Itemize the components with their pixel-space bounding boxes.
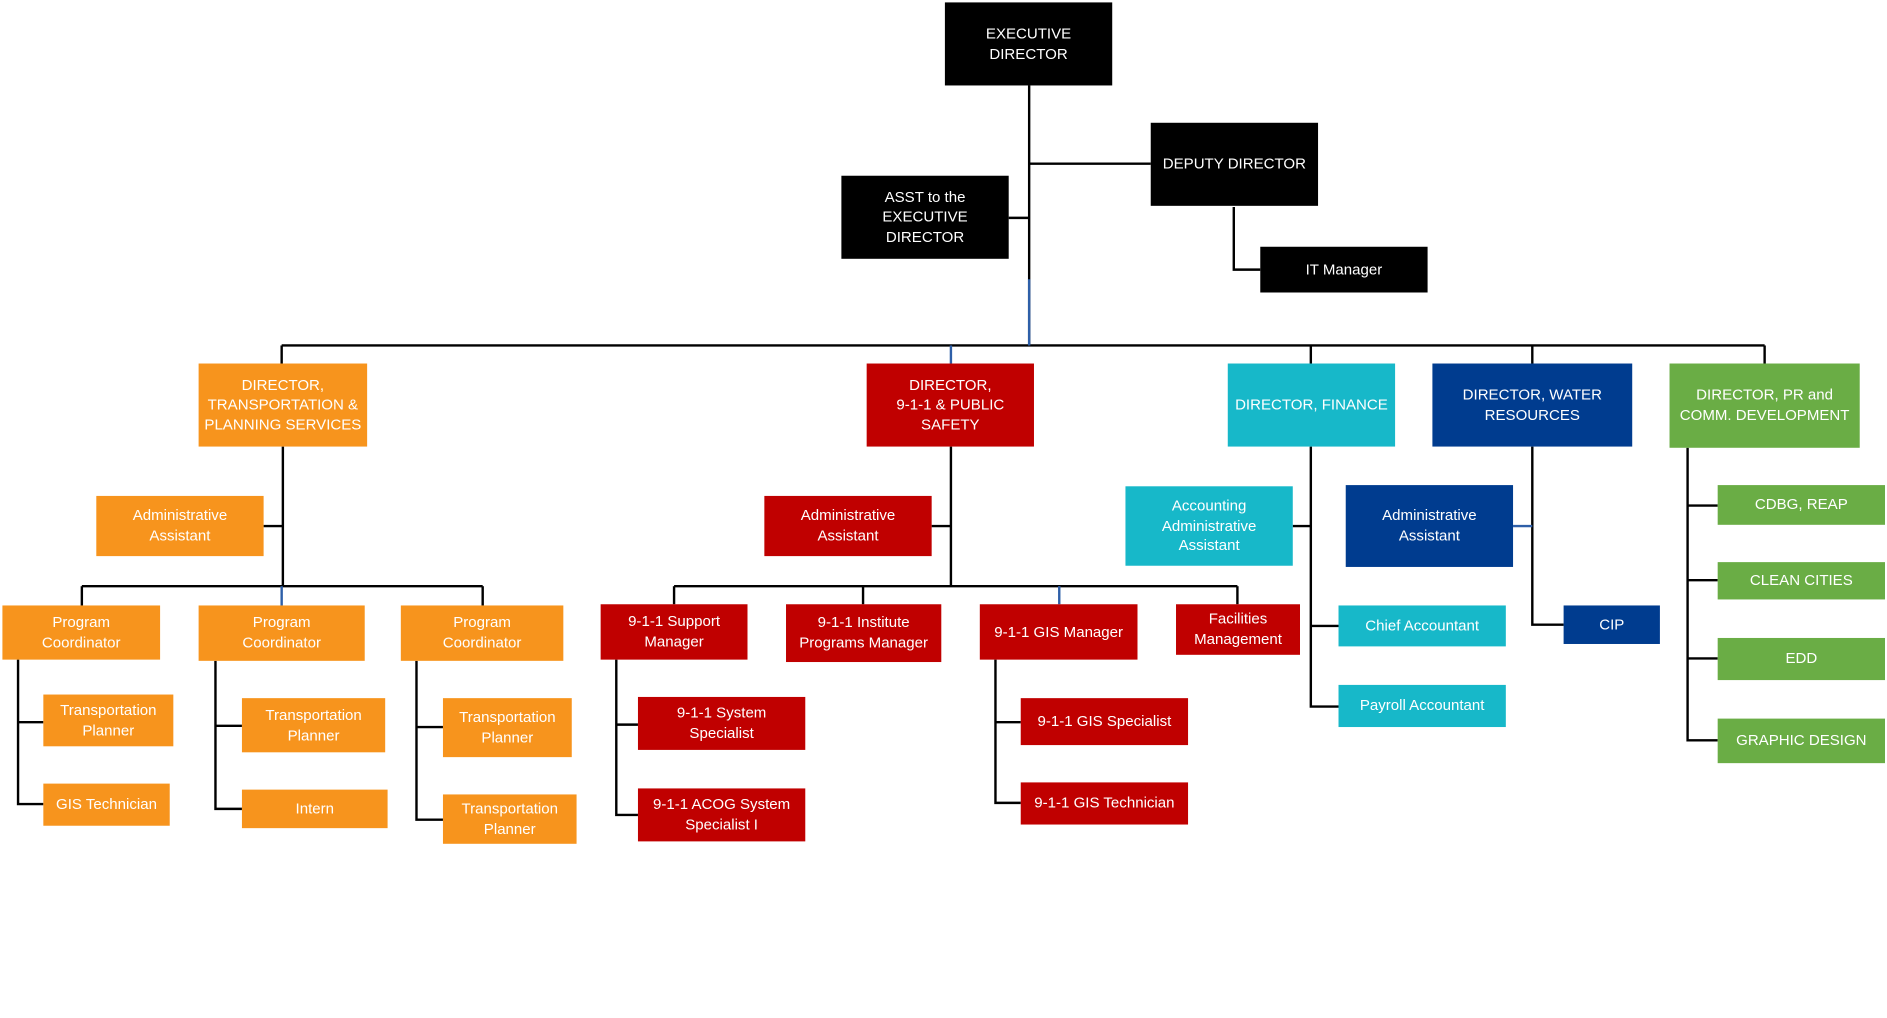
transportation-planner-box: Transportation Planner [43, 694, 174, 747]
water-admin-assistant-box: Administrative Assistant [1345, 485, 1514, 567]
connector-line [415, 660, 443, 821]
it-manager-box: IT Manager [1260, 246, 1428, 293]
connector-line [615, 659, 638, 817]
facilities-management-box: Facilities Management [1176, 604, 1300, 655]
program-coordinator-3-box: Program Coordinator [400, 605, 564, 661]
institute-programs-manager-box: 9-1-1 Institute Programs Manager [786, 604, 942, 663]
public-safety-admin-assistant-box: Administrative Assistant [764, 495, 932, 557]
gis-technician-box: GIS Technician [43, 783, 170, 826]
support-manager-box: 9-1-1 Support Manager [600, 604, 748, 660]
connector-lines [16, 85, 1766, 821]
cdbg-reap-box: CDBG, REAP [1717, 485, 1885, 525]
director-transportation-box: DIRECTOR, TRANSPORTATION & PLANNING SERV… [198, 363, 368, 447]
transportation-planner-box: Transportation Planner [442, 698, 572, 758]
intern-box: Intern [241, 789, 388, 829]
graphic-design-box: GRAPHIC DESIGN [1717, 718, 1885, 764]
gis-manager-box: 9-1-1 GIS Manager [979, 604, 1138, 660]
director-finance-box: DIRECTOR, FINANCE [1227, 363, 1396, 447]
program-coordinator-1-box: Program Coordinator [2, 605, 161, 660]
edd-box: EDD [1717, 637, 1885, 681]
connector-line [994, 659, 1021, 805]
acog-system-specialist-box: 9-1-1 ACOG System Specialist I [637, 788, 806, 842]
accounting-admin-assistant-box: Accounting Administrative Assistant [1125, 486, 1293, 566]
connector-line [16, 659, 44, 806]
deputy-director-box: DEPUTY DIRECTOR [1150, 122, 1319, 206]
connector-line [1686, 447, 1718, 742]
payroll-accountant-box: Payroll Accountant [1338, 684, 1506, 728]
gis-technician-box: 9-1-1 GIS Technician [1020, 782, 1189, 825]
executive-director-box: EXECUTIVE DIRECTOR [944, 2, 1113, 86]
asst-executive-director-box: ASST to the EXECUTIVE DIRECTOR [841, 175, 1009, 259]
connector-line [1232, 207, 1261, 271]
connector-line [1531, 446, 1564, 626]
transportation-planner-box: Transportation Planner [241, 698, 386, 753]
chief-accountant-box: Chief Accountant [1338, 605, 1506, 647]
director-pr-box: DIRECTOR, PR and COMM. DEVELOPMENT [1669, 363, 1860, 448]
director-public-safety-box: DIRECTOR, 9-1-1 & PUBLIC SAFETY [866, 363, 1034, 447]
connector-line [214, 660, 242, 811]
transportation-admin-assistant-box: Administrative Assistant [96, 495, 264, 557]
director-water-box: DIRECTOR, WATER RESOURCES [1432, 363, 1633, 447]
cip-box: CIP [1563, 605, 1660, 644]
system-specialist-box: 9-1-1 System Specialist [637, 696, 806, 750]
transportation-planner-box: Transportation Planner [442, 794, 577, 844]
program-coordinator-2-box: Program Coordinator [198, 605, 365, 661]
gis-specialist-box: 9-1-1 GIS Specialist [1020, 698, 1189, 746]
clean-cities-box: CLEAN CITIES [1717, 562, 1885, 600]
connector-line [1309, 446, 1339, 708]
